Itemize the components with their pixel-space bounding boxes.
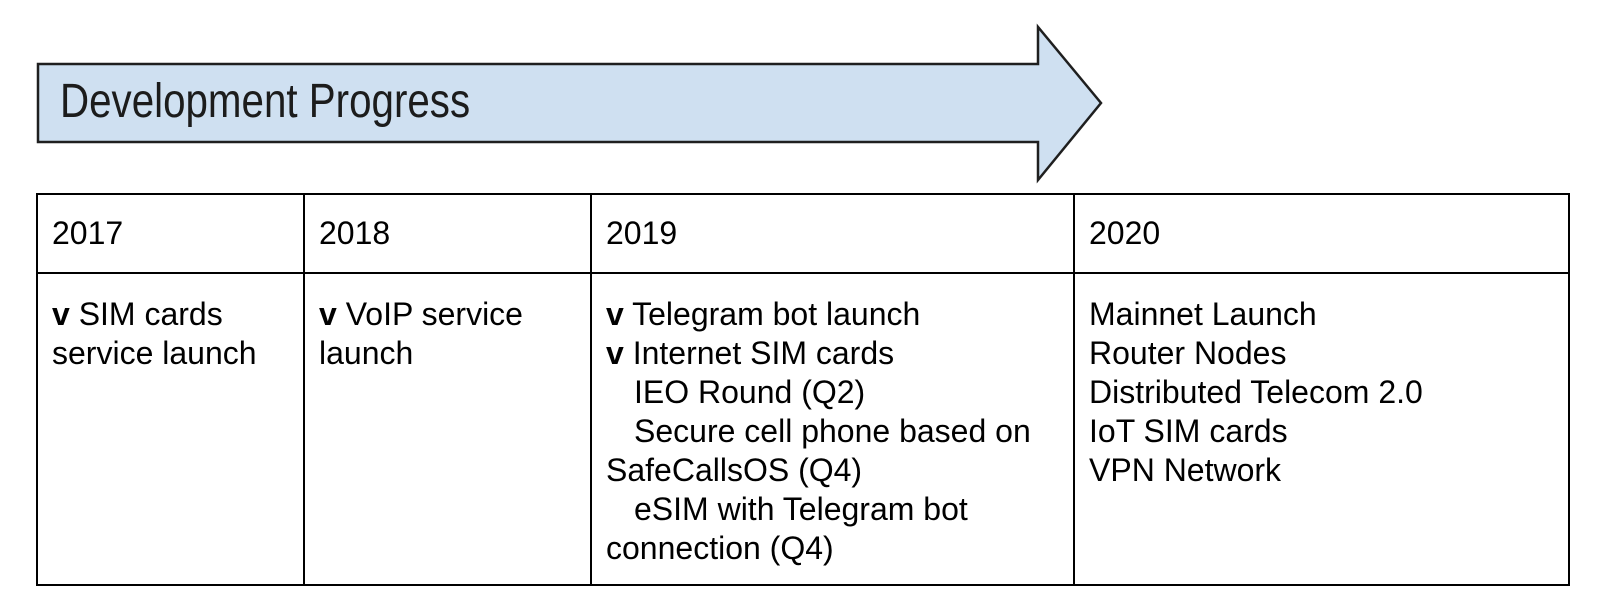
check-marker: v bbox=[606, 296, 624, 332]
banner-title-text: Development Progress bbox=[60, 75, 471, 128]
year-header-2019: 2019 bbox=[590, 193, 1075, 274]
milestone-item: v Internet SIM cards bbox=[606, 335, 895, 371]
milestone-item: v SIM cards service launch bbox=[52, 296, 257, 371]
milestone-item: IoT SIM cards bbox=[1089, 413, 1288, 449]
milestone-item: Router Nodes bbox=[1089, 335, 1287, 371]
milestone-item: Distributed Telecom 2.0 bbox=[1089, 374, 1423, 410]
year-header-2018: 2018 bbox=[303, 193, 592, 274]
banner-title: Development Progress bbox=[60, 78, 548, 126]
check-marker: v bbox=[52, 296, 70, 332]
check-marker: v bbox=[319, 296, 337, 332]
year-header-2020: 2020 bbox=[1073, 193, 1570, 274]
milestone-item: IEO Round (Q2) bbox=[634, 374, 866, 410]
arrow-shape bbox=[36, 23, 1103, 184]
development-progress-arrow bbox=[36, 23, 1103, 184]
check-marker: v bbox=[606, 335, 624, 371]
milestones-cell-2018: v VoIP service launch bbox=[303, 272, 592, 586]
milestone-item: VPN Network bbox=[1089, 452, 1282, 488]
milestone-item: v Telegram bot launch bbox=[606, 296, 921, 332]
milestones-row: v SIM cards service launch v VoIP service… bbox=[36, 272, 1570, 586]
milestone-item: Mainnet Launch bbox=[1089, 296, 1317, 332]
milestone-item: Secure cell phone based on SafeCallsOS (… bbox=[606, 413, 1031, 488]
milestone-item: v VoIP service launch bbox=[319, 296, 523, 371]
milestones-cell-2017: v SIM cards service launch bbox=[36, 272, 305, 586]
year-header-2017: 2017 bbox=[36, 193, 305, 274]
milestone-item: eSIM with Telegram bot connection (Q4) bbox=[606, 491, 968, 566]
